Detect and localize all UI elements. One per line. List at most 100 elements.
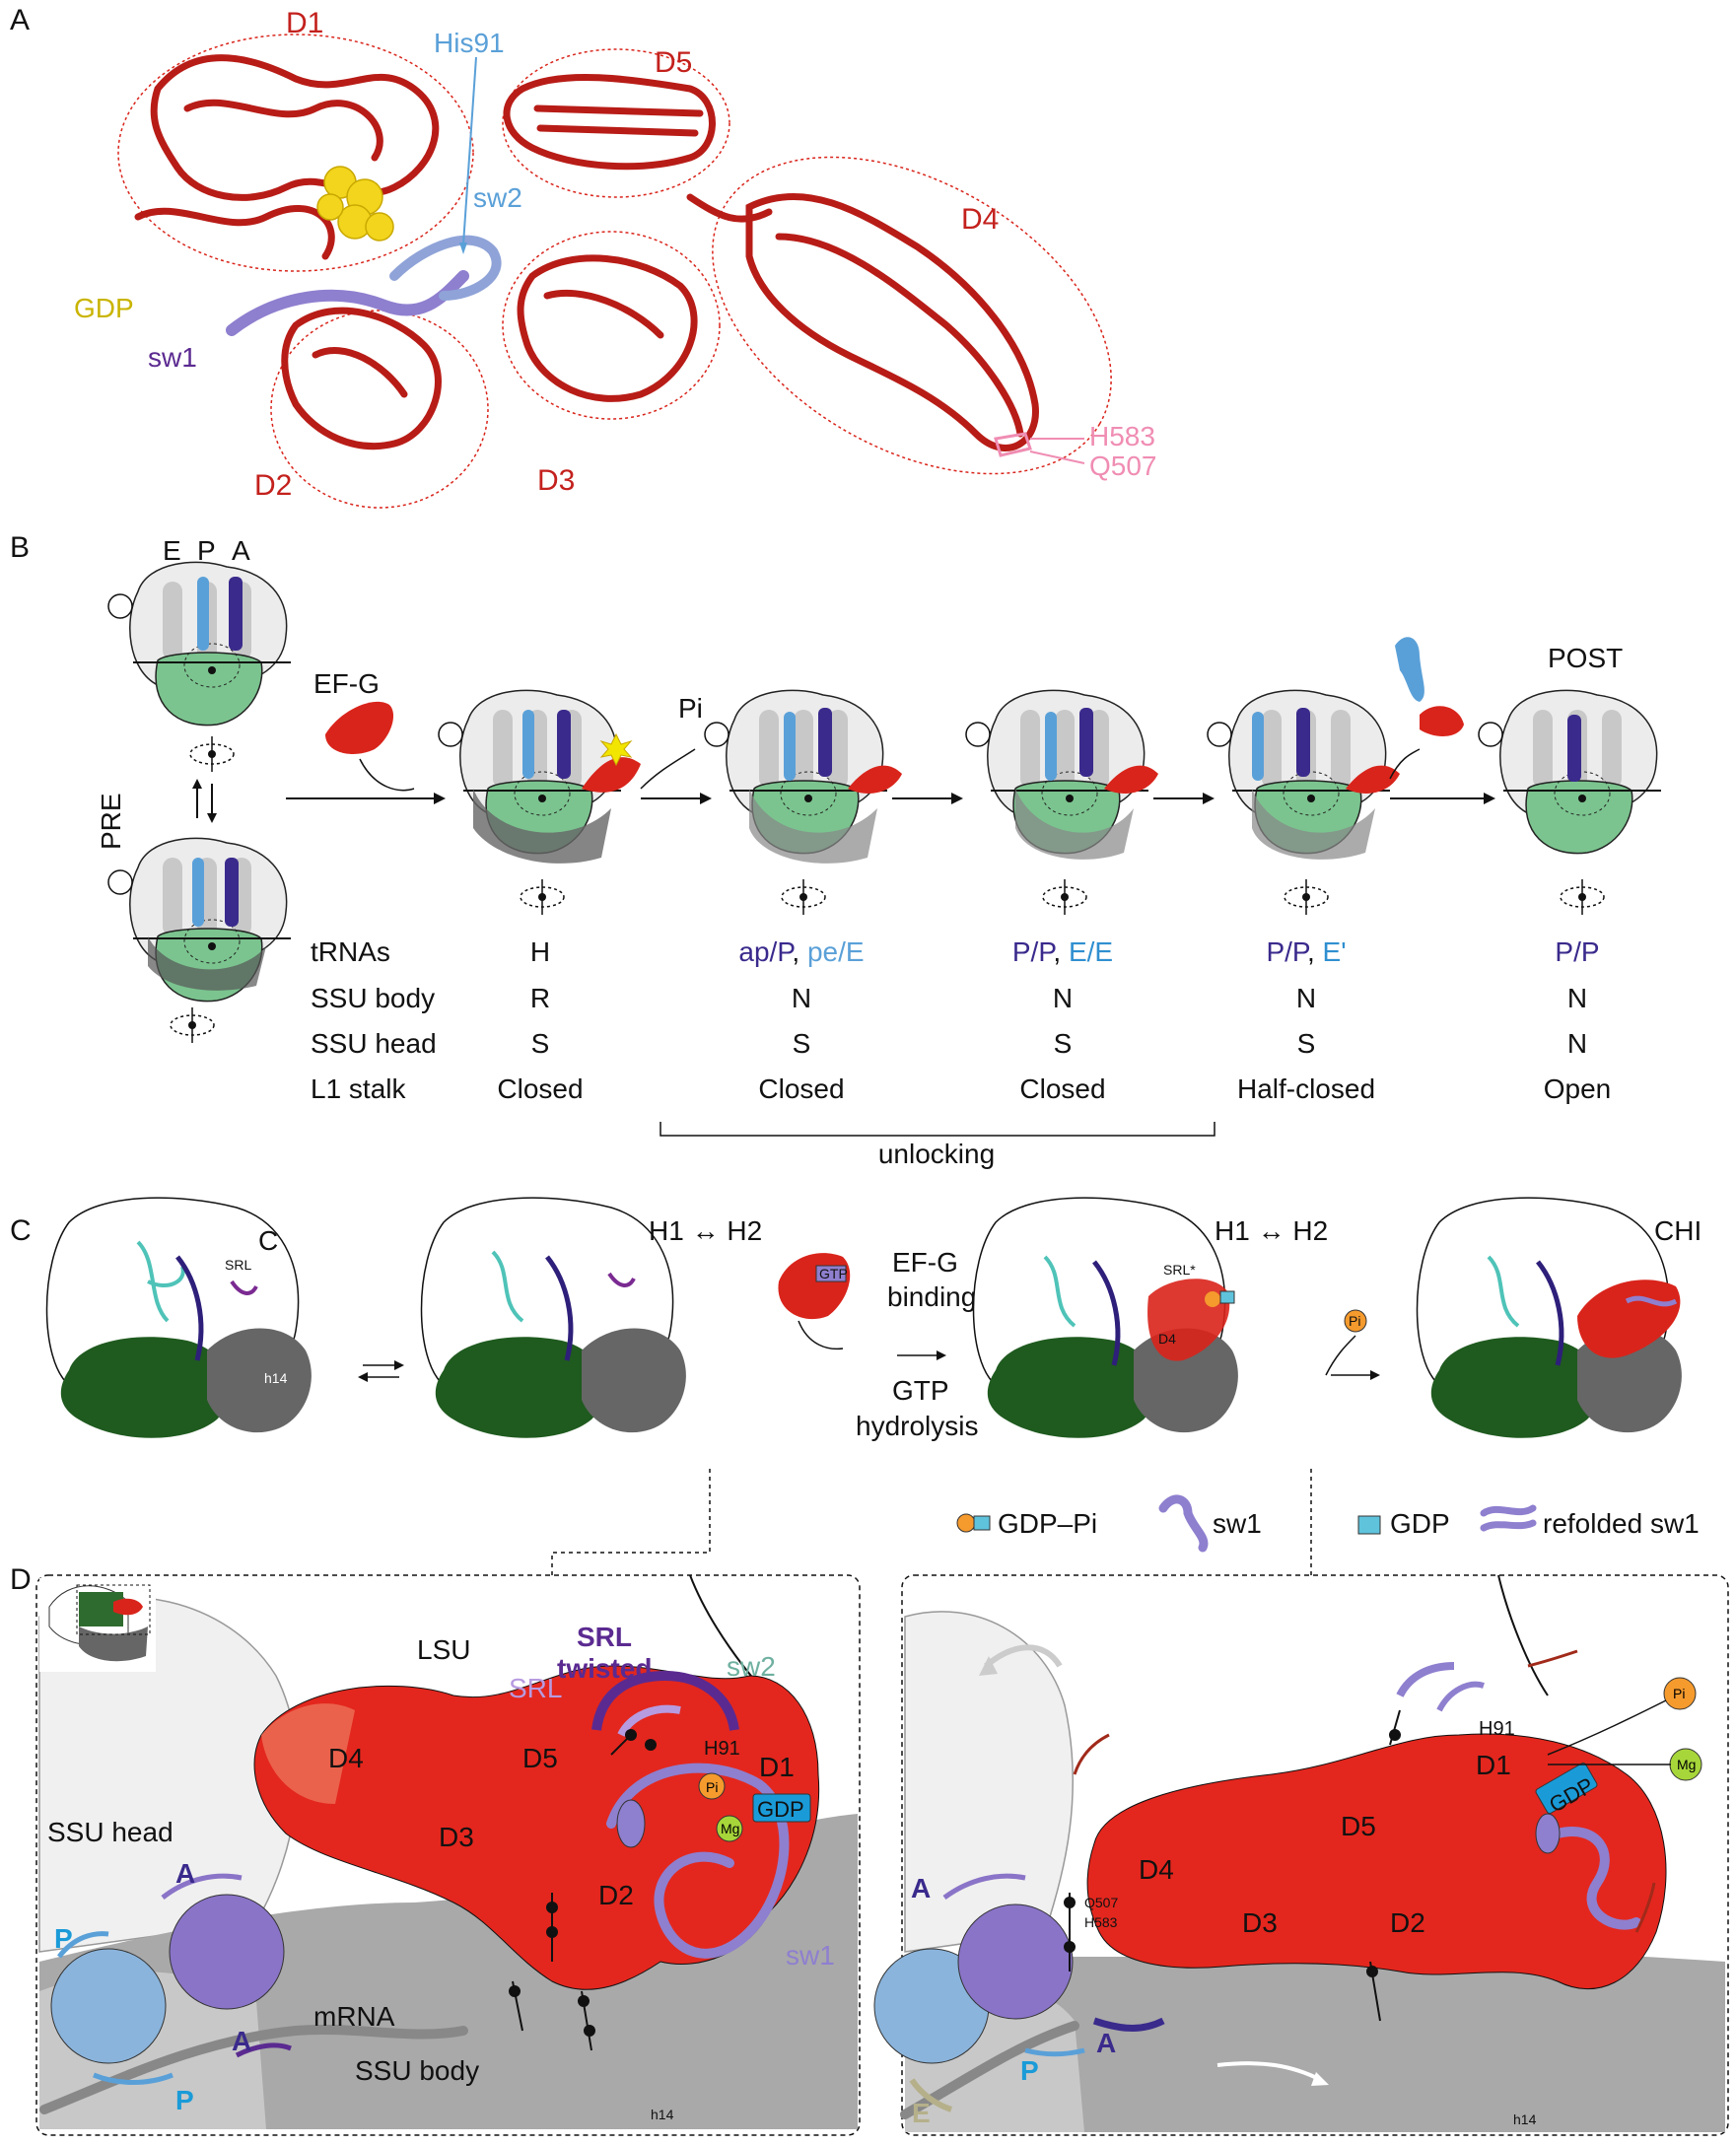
- row-header-l1-stalk: L1 stalk: [311, 1073, 406, 1104]
- sw2-label-d: sw2: [727, 1651, 776, 1682]
- d2-label-d-right: D2: [1390, 1907, 1425, 1938]
- ssu-head-state-2: S: [793, 1028, 811, 1059]
- panel-letter-b: B: [10, 531, 30, 564]
- label-d4: D4: [961, 203, 999, 236]
- ssu-head-label: SSU head: [47, 1817, 174, 1847]
- unlocking-bracket: [660, 1122, 1215, 1137]
- h14-label-c: h14: [264, 1370, 288, 1386]
- label-gdp: GDP: [74, 293, 134, 323]
- legend-gdp: GDP: [1357, 1508, 1450, 1539]
- sw1-label-d: sw1: [786, 1940, 835, 1971]
- h583-q507-residues: [994, 432, 1032, 457]
- d1-label-d-right: D1: [1476, 1750, 1511, 1780]
- q507-pointer: [1029, 450, 1085, 464]
- state-table: tRNAs SSU body SSU head L1 stalk HRSClos…: [311, 936, 1611, 1104]
- pre-label: PRE: [96, 793, 126, 850]
- state-c-label: C: [258, 1225, 278, 1256]
- pi-label-c: Pi: [1349, 1313, 1360, 1329]
- ribosome-c-1: [45, 1197, 312, 1439]
- trna-state-5: P/P: [1555, 936, 1599, 967]
- a-site-top-left: A: [175, 1858, 195, 1889]
- legend-refolded-sw1: refolded sw1: [1480, 1504, 1700, 1539]
- h1h2-label-1: H1 ↔ H2: [649, 1215, 762, 1246]
- h1h2-label-2: H1 ↔ H2: [1215, 1215, 1328, 1246]
- label-his91: His91: [434, 28, 505, 58]
- efg-label: EF-G: [313, 668, 380, 699]
- row-header-ssu-body: SSU body: [311, 983, 435, 1013]
- a-site-bottom-right: A: [1096, 2028, 1116, 2058]
- sw2-region: [389, 235, 502, 301]
- legend-refolded-sw1-label: refolded sw1: [1543, 1508, 1700, 1539]
- ssu-head-state-1: S: [531, 1028, 550, 1059]
- trna-state-2: ap/P, pe/E: [738, 936, 864, 967]
- label-d1: D1: [286, 7, 323, 39]
- domain-ellipse-d3: [502, 231, 721, 420]
- a-site-bottom-left: A: [232, 2026, 251, 2056]
- srl-twisted-line2: twisted: [557, 1653, 652, 1684]
- h14-label-d-right: h14: [1513, 2111, 1537, 2127]
- trna-state-3: P/P, E/E: [1012, 936, 1113, 967]
- panel-letter-d: D: [10, 1563, 32, 1596]
- d4-label-d: D4: [328, 1743, 364, 1773]
- ssu-body-state-2: N: [792, 983, 811, 1013]
- ssu-body-state-5: N: [1567, 983, 1587, 1013]
- efg-gtp-c: GTP: [778, 1253, 851, 1350]
- l1-stalk-state-1: Closed: [497, 1073, 583, 1104]
- l1-stalk-state-2: Closed: [758, 1073, 844, 1104]
- site-p: P: [197, 535, 216, 566]
- ribosome-col-1: [438, 689, 641, 916]
- ssu-head-state-4: S: [1297, 1028, 1316, 1059]
- legend-gdp-label: GDP: [1390, 1508, 1450, 1539]
- ribosome-col-2: [704, 689, 902, 916]
- gtp-hydrolysis-line1: GTP: [892, 1375, 949, 1406]
- label-sw1: sw1: [148, 342, 197, 373]
- domain-ellipse-d1: [117, 34, 474, 272]
- trna-state-4: P/P, E': [1266, 936, 1346, 967]
- d5-label-d-right: D5: [1341, 1811, 1376, 1841]
- efg-structure: [117, 34, 1112, 509]
- srl-twisted-line1: SRL: [577, 1622, 632, 1652]
- legend-sw1: sw1: [1158, 1494, 1262, 1553]
- row-header-ssu-head: SSU head: [311, 1028, 437, 1059]
- legend-gdp-pi-label: GDP–Pi: [998, 1508, 1097, 1539]
- domain-ellipse-d5: [502, 48, 730, 198]
- efg-free: [325, 701, 394, 754]
- srl-label-d: SRL: [509, 1673, 562, 1703]
- c-equilibrium-arrows: [358, 1360, 404, 1382]
- chi-label: CHI: [1654, 1215, 1701, 1246]
- ribosome-pre-top: [107, 561, 292, 773]
- label-d2: D2: [254, 469, 292, 502]
- ribosome-c-4: [1416, 1197, 1683, 1439]
- trna-state-1: H: [530, 936, 550, 967]
- e-site-right: E: [912, 2098, 931, 2128]
- srl-label-c: SRL: [225, 1257, 251, 1273]
- efg-binding-line1: EF-G: [892, 1247, 958, 1278]
- unlocking-label: unlocking: [878, 1139, 995, 1169]
- legend-gdp-pi: GDP–Pi: [956, 1508, 1097, 1539]
- hydrolysis-arrowhead: [937, 1350, 946, 1360]
- efg-binding-arrow: [359, 758, 415, 792]
- pi-label-d: Pi: [706, 1779, 718, 1795]
- ribosome-c-3: [972, 1197, 1239, 1439]
- gtp-tag: GTP: [819, 1266, 848, 1281]
- ssu-body-state-4: N: [1296, 983, 1316, 1013]
- panel-letter-a: A: [10, 4, 30, 36]
- h583-label-d: H583: [1084, 1914, 1118, 1930]
- panel-d-right: [873, 1574, 1729, 2136]
- gtp-hydrolysis-line2: hydrolysis: [856, 1411, 978, 1441]
- connector-left: [551, 1469, 711, 1575]
- d3-label-d-right: D3: [1242, 1907, 1278, 1938]
- ssu-body-state-3: N: [1053, 983, 1073, 1013]
- l1-stalk-state-5: Open: [1544, 1073, 1612, 1104]
- ribosome-c-2: [420, 1197, 687, 1439]
- domain-ellipse-d2: [270, 310, 489, 509]
- gdp-label-d: GDP: [757, 1797, 804, 1822]
- panel-d-left: [35, 1574, 861, 2136]
- h14-label-d-left: h14: [651, 2107, 674, 2122]
- ssu-body-label: SSU body: [355, 2055, 479, 2086]
- process-arrowheads: [434, 793, 1495, 804]
- l1-stalk-state-3: Closed: [1019, 1073, 1105, 1104]
- domain-ellipse-d4: [712, 156, 1112, 475]
- site-e: E: [163, 535, 181, 566]
